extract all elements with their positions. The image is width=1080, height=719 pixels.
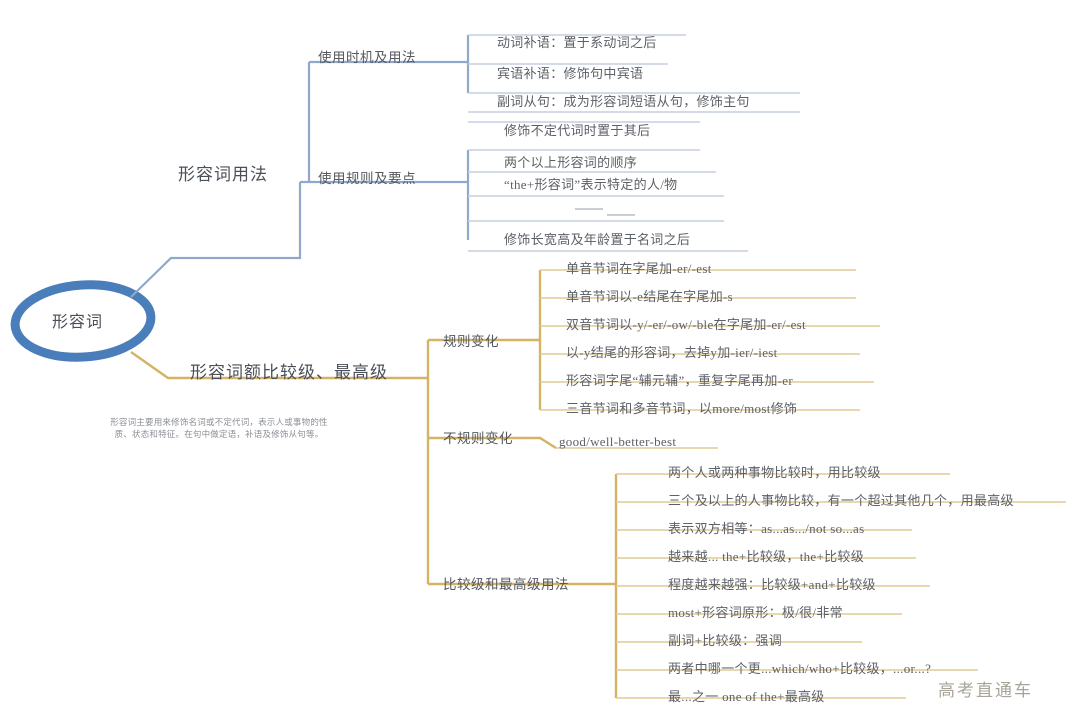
edge-root-to-branch1: [130, 182, 302, 298]
leaf-monosyllable-e-ending[interactable]: 单音节词以-e结尾在字尾加-s: [566, 289, 733, 304]
leaf-the-plus-adjective[interactable]: “the+形容词”表示特定的人/物: [504, 177, 678, 192]
leaf-dimension-age[interactable]: 修饰长宽高及年龄置于名词之后: [504, 232, 691, 247]
leaf-monosyllable-er-est[interactable]: 单音节词在字尾加-er/-est: [566, 261, 712, 276]
subbranch-label-rules-and-points[interactable]: 使用规则及要点: [318, 171, 416, 186]
leaf-adverbial-clause[interactable]: 副词从句：成为形容词短语从句，修饰主句: [497, 94, 750, 109]
leaf-two-things-comparative[interactable]: 两个人或两种事物比较时，用比较级: [668, 465, 881, 480]
subbranch-label-regular-change[interactable]: 规则变化: [443, 334, 499, 349]
branch-label-adjective-usage[interactable]: 形容词用法: [178, 165, 268, 184]
leaf-verb-complement[interactable]: 动词补语：置于系动词之后: [497, 35, 657, 50]
leaf-most-plus-adjective[interactable]: most+形容词原形：极/很/非常: [668, 605, 843, 620]
leaf-adjective-order[interactable]: 两个以上形容词的顺序: [504, 155, 638, 170]
subbranch-label-irregular-change[interactable]: 不规则变化: [443, 431, 513, 446]
leaf-object-complement[interactable]: 宾语补语：修饰句中宾语: [497, 66, 644, 81]
leaf-disyllable-suffixes[interactable]: 双音节词以-y/-er/-ow/-ble在字尾加-er/-est: [566, 317, 806, 332]
leaf-indefinite-pronoun[interactable]: 修饰不定代词时置于其后: [504, 123, 651, 138]
subbranch-label-comparative-superlative-usage[interactable]: 比较级和最高级用法: [443, 577, 569, 592]
branch-label-comparative-superlative[interactable]: 形容词额比较级、最高级: [190, 363, 388, 382]
leaf-good-well-better-best[interactable]: good/well-better-best: [559, 434, 677, 449]
leaf-one-of-the-superlative[interactable]: 最...之一 one of the+最高级: [668, 689, 825, 704]
root-description: 形容词主要用来修饰名词或不定代词，表示人或事物的性质、状态和特征。在句中做定语，…: [110, 417, 328, 439]
leaf-the-more-the-more[interactable]: 越来越... the+比较级，the+比较级: [668, 549, 865, 564]
leaf-polysyllable-more-most[interactable]: 三音节词和多音节词，以more/most修饰: [566, 401, 798, 416]
leaf-adverb-plus-comparative[interactable]: 副词+比较级：强调: [668, 633, 783, 648]
root-node-label[interactable]: 形容词: [52, 314, 104, 331]
leaf-comparative-and-comparative[interactable]: 程度越来越强：比较级+and+比较级: [668, 577, 876, 592]
leaf-as-as-equality[interactable]: 表示双方相等：as...as.../not so...as: [668, 521, 865, 536]
watermark-text: 高考直通车: [938, 681, 1033, 700]
leaf-three-or-more-superlative[interactable]: 三个及以上的人事物比较，有一个超过其他几个，用最高级: [668, 493, 1014, 508]
leaf-y-ending-ier-iest[interactable]: 以-y结尾的形容词，去掉y加-ier/-iest: [566, 345, 778, 360]
subbranch-label-when-and-how[interactable]: 使用时机及用法: [318, 50, 416, 65]
leaf-which-who-comparative[interactable]: 两者中哪一个更...which/who+比较级，...or...?: [668, 661, 932, 676]
leaf-cvc-double-consonant[interactable]: 形容词字尾“辅元辅”，重复字尾再加-er: [566, 373, 793, 388]
leaf-redacted-row[interactable]: [575, 206, 645, 218]
